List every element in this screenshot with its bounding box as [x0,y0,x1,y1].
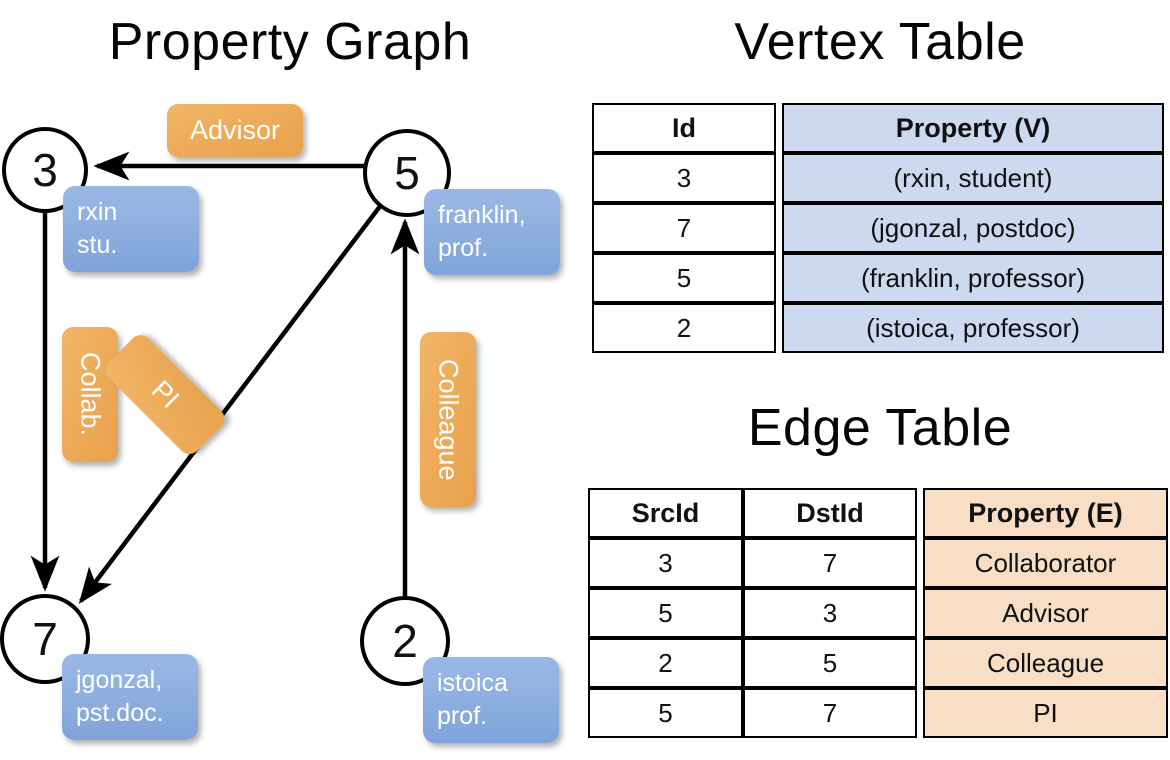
edge-property-cell: Advisor [923,588,1168,638]
vertex-table: Id Property (V) 3 (rxin, student) 7 (jgo… [592,103,1164,353]
vertex-id-cell: 5 [592,253,776,303]
edge-property-cell: Collaborator [923,538,1168,588]
column-gap [776,203,782,253]
edge-src-cell: 3 [588,538,743,588]
column-gap [776,303,782,353]
edge-src-cell: 5 [588,588,743,638]
edge-table-header-srcid: SrcId [588,488,743,538]
vertex-table-header-property: Property (V) [782,103,1164,153]
column-gap [917,488,923,538]
graph-node-2-label: 2 [392,615,418,667]
table-header-row: SrcId DstId Property (E) [588,488,1168,538]
table-header-row: Id Property (V) [592,103,1164,153]
column-gap [917,688,923,738]
graph-node-5[interactable]: 5 [363,129,451,217]
table-row[interactable]: 2 (istoica, professor) [592,303,1164,353]
node-property-line-1: istoica [437,669,508,697]
property-graph-diagram: 3 5 7 2 rxin stu. franklin, prof. jgonza… [0,104,560,743]
table-row[interactable]: 5 (franklin, professor) [592,253,1164,303]
edge-label-collab[interactable]: Collab. [62,327,118,462]
node-property-line-1: jgonzal, [76,666,163,694]
edge-label-pi-text: PI [145,374,185,414]
column-gap [917,588,923,638]
node-property-line-2: prof. [437,702,488,730]
vertex-id-cell: 7 [592,203,776,253]
node-property-line-2: pst.doc. [76,699,164,727]
edge-label-advisor[interactable]: Advisor [167,104,303,157]
graph-node-5-label: 5 [394,147,420,199]
vertex-id-cell: 2 [592,303,776,353]
node-property-box-rxin[interactable]: rxin stu. [63,186,199,272]
node-property-line-1: franklin, [438,201,526,229]
edge-label-collab-text: Collab. [75,352,106,437]
vertex-table-header-id: Id [592,103,776,153]
vertex-id-cell: 3 [592,153,776,203]
edge-dst-cell: 5 [743,638,917,688]
edge-table: SrcId DstId Property (E) 3 7 Collaborato… [588,488,1168,738]
column-gap [776,153,782,203]
node-property-line-2: prof. [438,234,489,262]
table-row[interactable]: 5 3 Advisor [588,588,1168,638]
vertex-property-cell: (rxin, student) [782,153,1164,203]
column-gap [917,538,923,588]
node-property-box-jgonzal[interactable]: jgonzal, pst.doc. [62,654,198,740]
edge-table-header-property: Property (E) [923,488,1168,538]
table-row[interactable]: 7 (jgonzal, postdoc) [592,203,1164,253]
node-property-box-franklin[interactable]: franklin, prof. [424,189,560,275]
table-row[interactable]: 3 7 Collaborator [588,538,1168,588]
edge-table-header-dstid: DstId [743,488,917,538]
edge-label-colleague-text: Colleague [433,358,464,481]
edge-src-cell: 5 [588,688,743,738]
edge-property-cell: PI [923,688,1168,738]
page-title-edge-table: Edge Table [747,399,1013,457]
graph-node-2[interactable]: 2 [360,596,450,686]
vertex-property-cell: (istoica, professor) [782,303,1164,353]
vertex-property-cell: (franklin, professor) [782,253,1164,303]
edge-dst-cell: 7 [743,538,917,588]
node-property-line-2: stu. [77,231,118,259]
graph-node-3-label: 3 [32,144,58,196]
table-row[interactable]: 5 7 PI [588,688,1168,738]
edge-dst-cell: 3 [743,588,917,638]
edge-src-cell: 2 [588,638,743,688]
page-title-property-graph: Property Graph [108,13,472,71]
edge-label-advisor-text: Advisor [189,115,281,145]
page-title-vertex-table: Vertex Table [734,13,1026,71]
vertex-property-cell: (jgonzal, postdoc) [782,203,1164,253]
edge-label-colleague[interactable]: Colleague [420,332,476,507]
column-gap [917,638,923,688]
column-gap [776,103,782,153]
table-row[interactable]: 2 5 Colleague [588,638,1168,688]
graph-edges-svg [30,151,420,604]
graph-node-7-label: 7 [32,613,58,665]
edge-line-5-to-7 [78,203,383,604]
edge-dst-cell: 7 [743,688,917,738]
node-property-box-istoica[interactable]: istoica prof. [423,657,559,743]
node-property-line-1: rxin [77,198,118,226]
column-gap [776,253,782,303]
table-row[interactable]: 3 (rxin, student) [592,153,1164,203]
edge-property-cell: Colleague [923,638,1168,688]
